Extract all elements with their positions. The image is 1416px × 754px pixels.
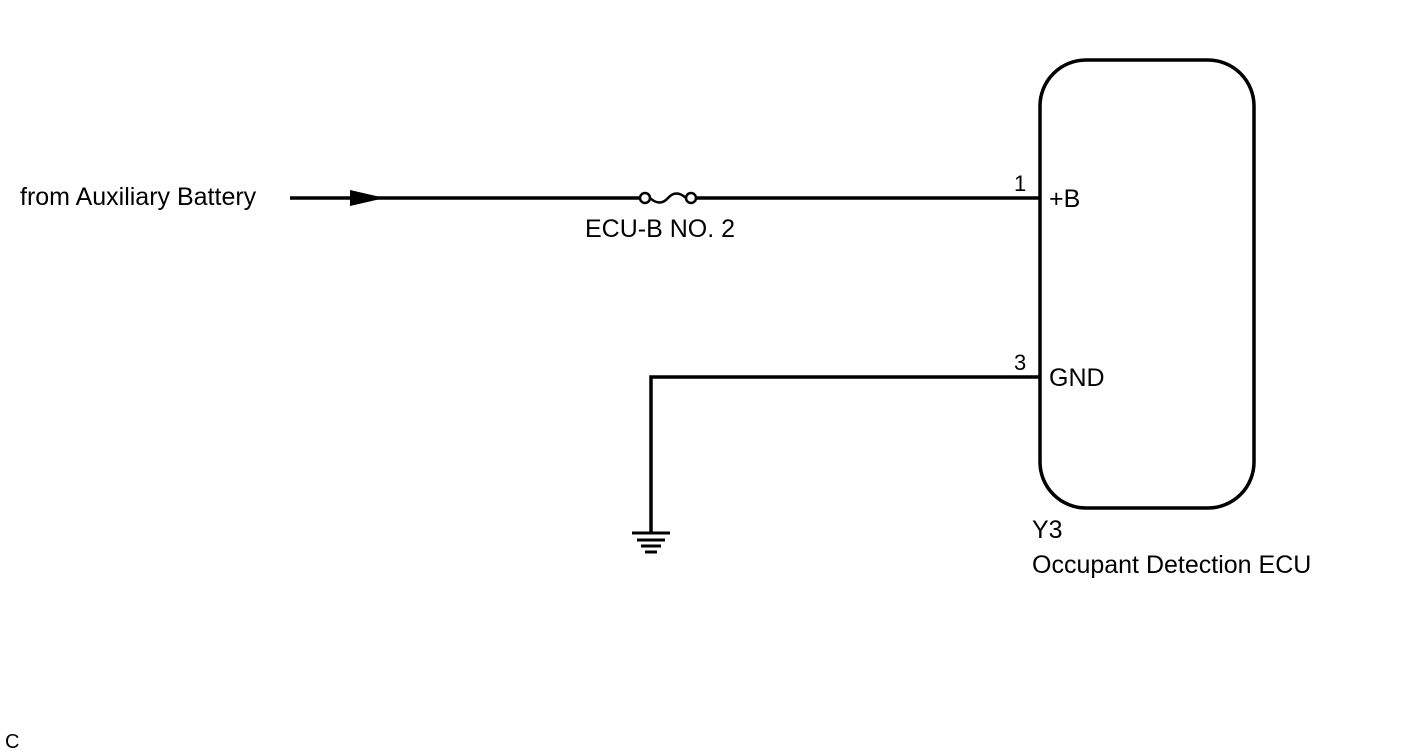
pin-1-name: +B [1049, 185, 1080, 213]
ground-wire [649, 375, 1040, 532]
pin-3-number: 3 [1014, 350, 1026, 375]
arrow-right-icon [350, 190, 385, 206]
pin-1-number: 1 [1014, 171, 1026, 196]
ecu-connector-code: Y3 [1032, 516, 1063, 544]
source-label: from Auxiliary Battery [20, 183, 257, 211]
corner-code: C [5, 731, 19, 753]
ground-icon [632, 531, 670, 554]
pin-3-name: GND [1049, 364, 1105, 392]
fuse-label: ECU-B NO. 2 [585, 215, 735, 243]
fuse-icon [638, 191, 698, 205]
ecu-name: Occupant Detection ECU [1032, 551, 1311, 579]
ecu-box [1038, 58, 1256, 510]
